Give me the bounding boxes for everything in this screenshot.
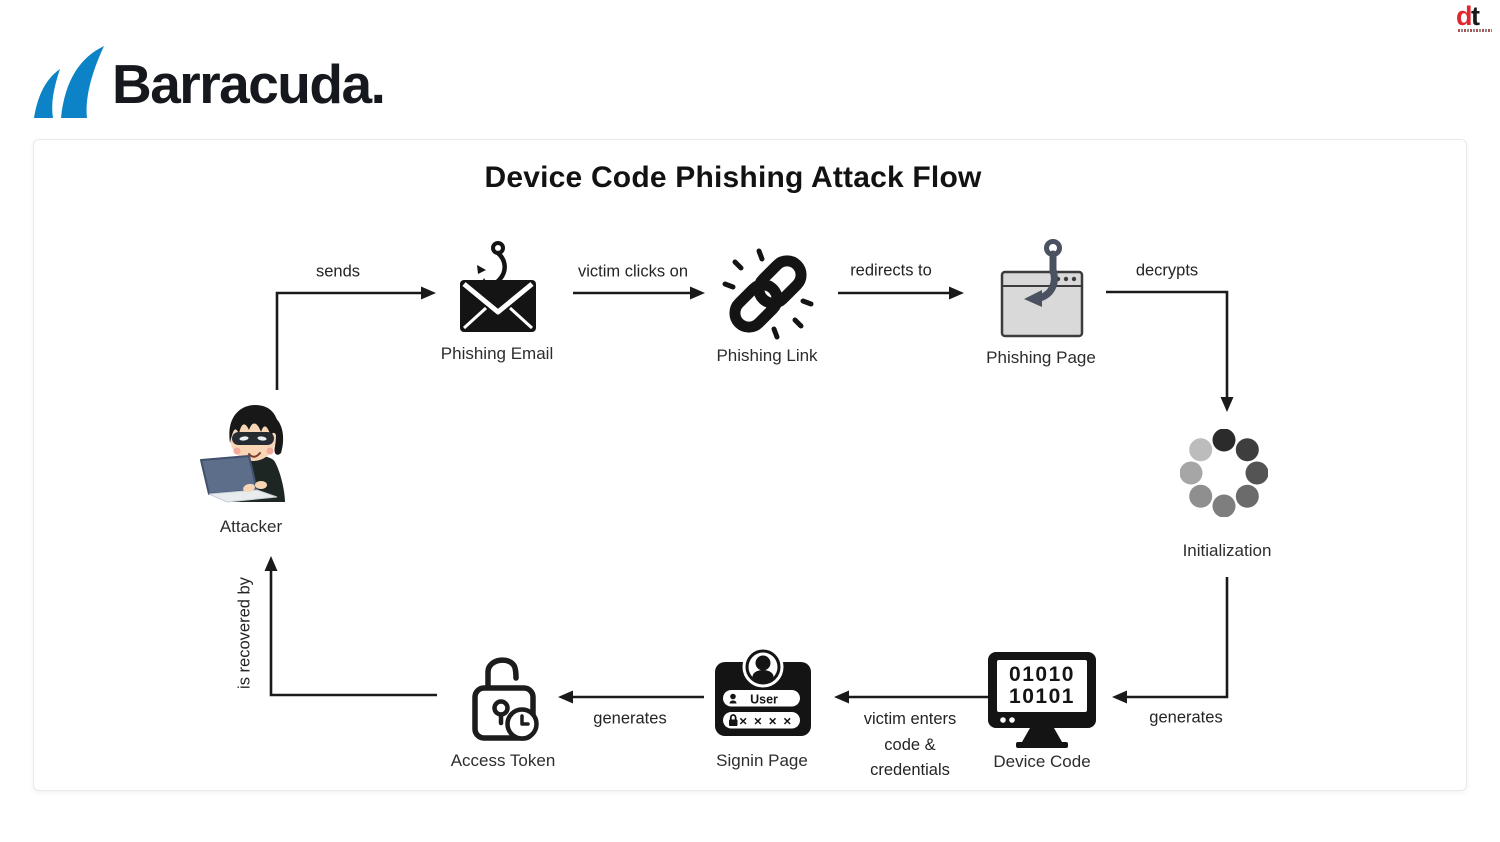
- edge-label-generates-left: generates: [593, 709, 667, 728]
- phishing-link-icon: [722, 248, 814, 340]
- barracuda-wordmark: Barracuda.: [112, 53, 386, 115]
- node-label-phishing-email: Phishing Email: [440, 344, 554, 363]
- dt-logo-d: d: [1456, 1, 1473, 31]
- edge-label-victim-enters-line2: code &: [884, 735, 936, 754]
- node-label-phishing-page: Phishing Page: [986, 348, 1096, 367]
- diagram-title: Device Code Phishing Attack Flow: [484, 161, 982, 194]
- device-code-binary-line1: 01010: [1009, 663, 1075, 686]
- access-token-icon: [472, 657, 539, 741]
- edge-label-victim-enters-line3: credentials: [870, 761, 950, 779]
- dt-logo-tagline: [1458, 29, 1492, 32]
- edge-label-decrypts: decrypts: [1135, 261, 1199, 280]
- edge-label-sends: sends: [315, 262, 361, 281]
- node-label-device-code: Device Code: [993, 752, 1091, 771]
- node-label-access-token: Access Token: [450, 751, 556, 770]
- edge-label-victim-enters: victim enters code & credentials: [864, 707, 957, 784]
- dt-logo: dt: [1456, 1, 1492, 32]
- signin-password-text: ✕ ✕ ✕ ✕: [739, 716, 793, 728]
- phishing-email-icon: [460, 241, 536, 332]
- node-label-signin-page: Signin Page: [716, 751, 808, 770]
- device-code-icon: 01010 10101: [988, 652, 1096, 748]
- node-label-initialization: Initialization: [1182, 541, 1272, 560]
- dt-logo-t: t: [1471, 1, 1480, 31]
- edge-label-victim-enters-line1: victim enters: [863, 710, 957, 728]
- edge-label-victim-clicks-on: victim clicks on: [577, 262, 689, 281]
- edge-label-is-recovered-by: is recovered by: [235, 577, 254, 689]
- signin-username-text: User: [750, 693, 778, 707]
- node-label-phishing-link: Phishing Link: [716, 346, 818, 365]
- initialization-spinner-icon: [1180, 429, 1268, 517]
- node-label-attacker: Attacker: [219, 517, 283, 536]
- barracuda-fin-icon: [34, 46, 104, 118]
- edge-label-generates-right: generates: [1149, 708, 1223, 727]
- attacker-icon: [200, 405, 285, 503]
- signin-page-icon: User ✕ ✕ ✕ ✕: [715, 646, 811, 736]
- edge-label-redirects-to: redirects to: [850, 261, 932, 280]
- device-code-binary-line2: 10101: [1009, 685, 1075, 708]
- phishing-page-icon: [1000, 239, 1084, 338]
